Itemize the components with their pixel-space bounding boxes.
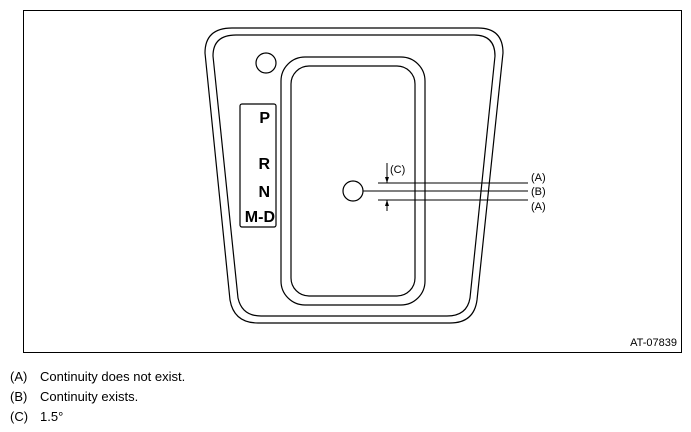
legend-item-b: (B) Continuity exists. xyxy=(10,387,680,407)
legend-item-c: (C) 1.5° xyxy=(10,407,680,427)
angle-arrow-up-icon xyxy=(385,200,389,206)
legend-text: Continuity does not exist. xyxy=(40,369,186,384)
shift-lever-diagram: P R N M-D (C) (A) (B) (A) AT-07839 xyxy=(23,10,682,353)
legend-text: 1.5° xyxy=(40,409,64,424)
gear-indicator-box xyxy=(239,103,277,228)
legend-text: Continuity exists. xyxy=(40,389,139,404)
lever-gate-inner xyxy=(290,65,416,297)
console-bezel-inner xyxy=(212,34,496,317)
lever-gate-outer xyxy=(280,56,426,306)
indicator-circle xyxy=(255,52,277,74)
console-bezel-outer xyxy=(204,27,504,324)
angle-arrow-down-icon xyxy=(385,177,389,183)
lever-knob xyxy=(342,180,364,202)
gear-label-n: N xyxy=(258,184,270,201)
callout-a-top: (A) xyxy=(531,172,546,184)
callout-c: (C) xyxy=(390,164,405,176)
callout-b: (B) xyxy=(531,186,546,198)
legend-key: (B) xyxy=(10,389,28,404)
figure-border xyxy=(23,10,682,353)
callout-a-bottom: (A) xyxy=(531,201,546,213)
figure-id: AT-07839 xyxy=(630,337,677,349)
legend-key: (A) xyxy=(10,369,28,384)
gear-label-p: P xyxy=(259,110,270,127)
legend-item-a: (A) Continuity does not exist. xyxy=(10,367,680,387)
legend: (A) Continuity does not exist. (B) Conti… xyxy=(10,367,680,427)
gear-label-md: M-D xyxy=(245,209,275,226)
gear-label-r: R xyxy=(258,156,270,173)
legend-key: (C) xyxy=(10,409,29,424)
